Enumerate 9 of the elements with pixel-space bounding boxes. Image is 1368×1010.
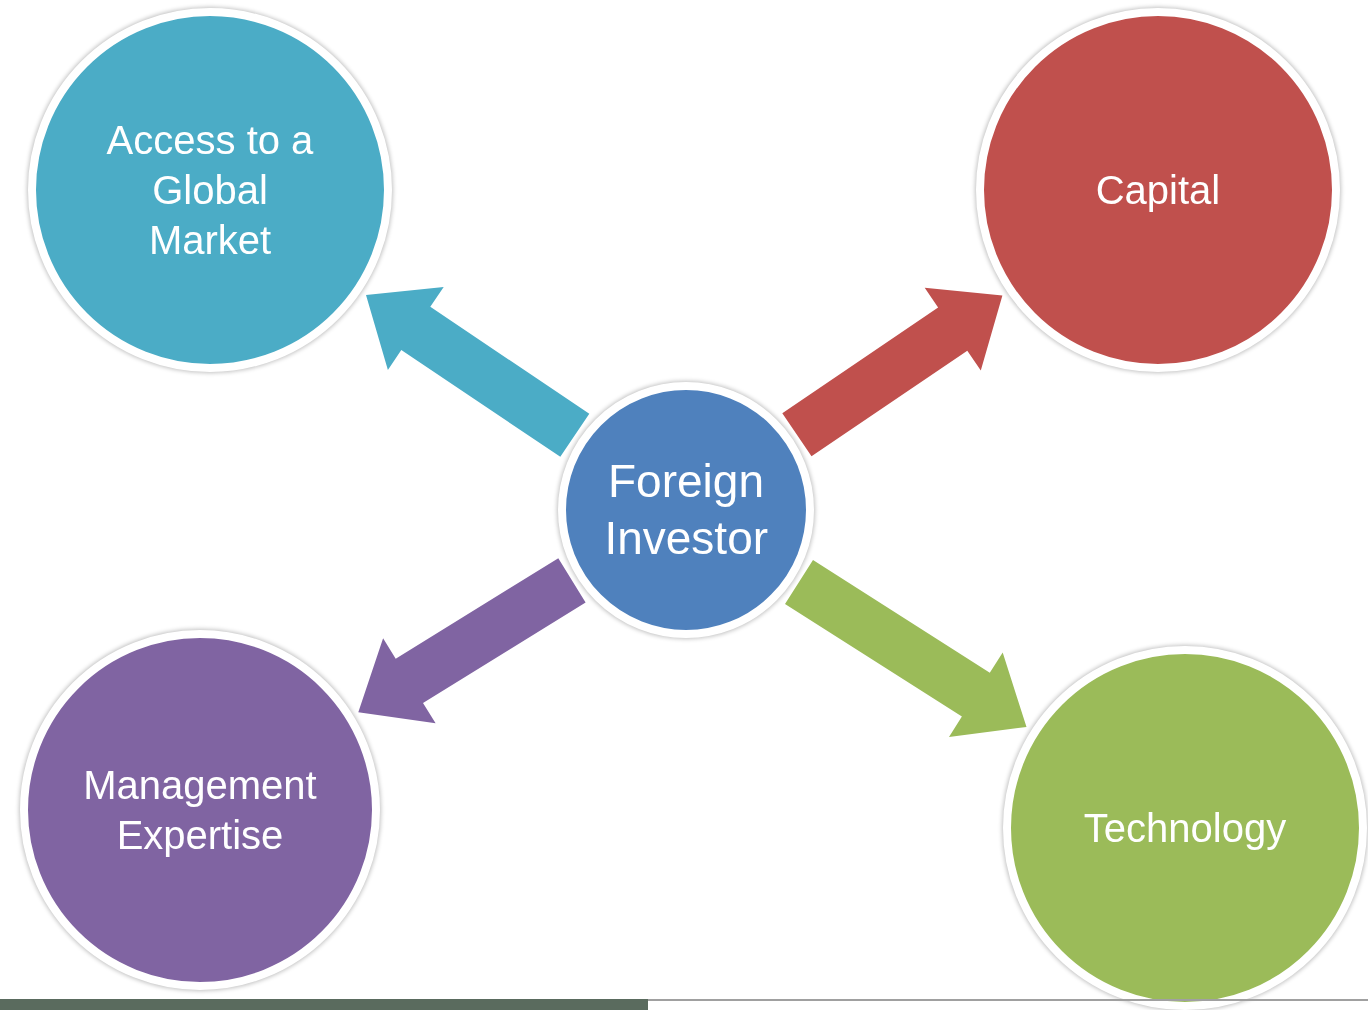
- block-arrow: [785, 560, 1027, 737]
- block-arrow: [366, 286, 590, 457]
- node-label: Management Expertise: [83, 762, 317, 859]
- node-label: Foreign Investor: [604, 453, 768, 566]
- node-label: Access to a Global Market: [105, 117, 315, 264]
- node-label: Technology: [1083, 805, 1287, 852]
- node-label: Capital: [1095, 167, 1221, 214]
- block-arrow: [782, 287, 1003, 457]
- block-arrow: [358, 558, 586, 724]
